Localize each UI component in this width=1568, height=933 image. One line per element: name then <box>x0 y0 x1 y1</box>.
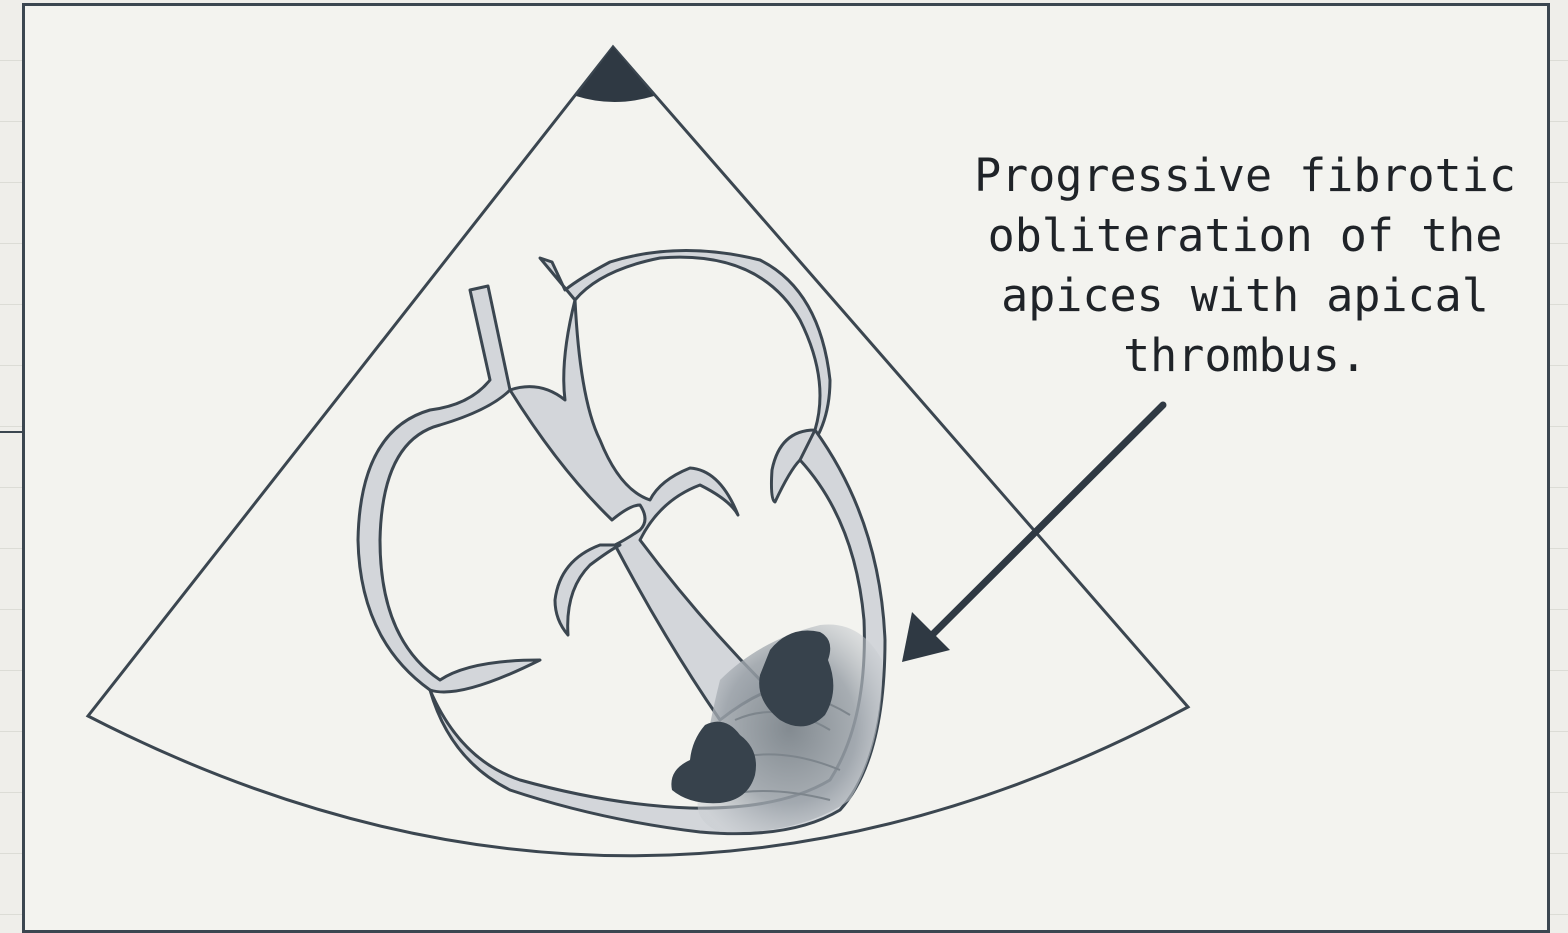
annotation-text: Progressive fibrotic obliteration of the… <box>930 146 1560 386</box>
transducer-apex <box>576 47 654 102</box>
